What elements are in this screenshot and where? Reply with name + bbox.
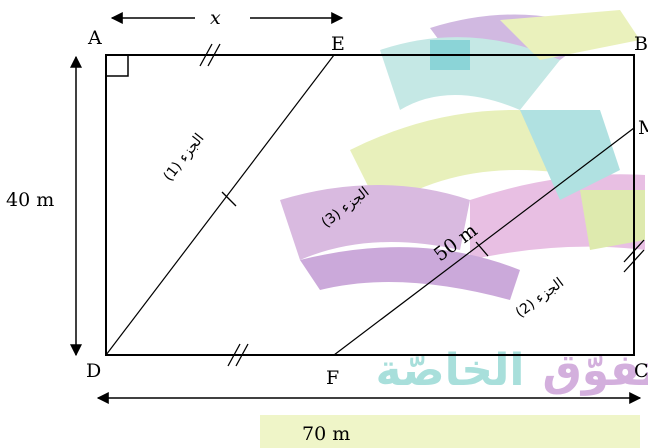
- vertex-A: A: [87, 27, 102, 49]
- label-x: x: [210, 7, 221, 29]
- vertex-C: C: [634, 360, 648, 382]
- label-part2: الجزء (2): [513, 275, 567, 321]
- vertex-M: M: [638, 117, 648, 139]
- right-angle-marker: [106, 55, 129, 77]
- tick-marks: [199, 43, 645, 367]
- segment-FM: [333, 127, 635, 356]
- label-70m: 70 m: [302, 423, 350, 445]
- label-40m: 40 m: [6, 189, 54, 211]
- watermark-logo: الخاصّة تفوّق: [260, 10, 648, 448]
- svg-text:تفوّق: تفوّق: [542, 345, 648, 396]
- vertex-D: D: [86, 360, 101, 382]
- label-part1: الجزء (1): [161, 131, 208, 185]
- vertex-B: B: [634, 33, 648, 55]
- vertex-E: E: [331, 33, 345, 55]
- segment-DE: [105, 54, 335, 356]
- rectangle-ABCD: [105, 54, 635, 356]
- vertex-F: F: [326, 367, 339, 389]
- svg-text:الخاصّة: الخاصّة: [375, 345, 524, 396]
